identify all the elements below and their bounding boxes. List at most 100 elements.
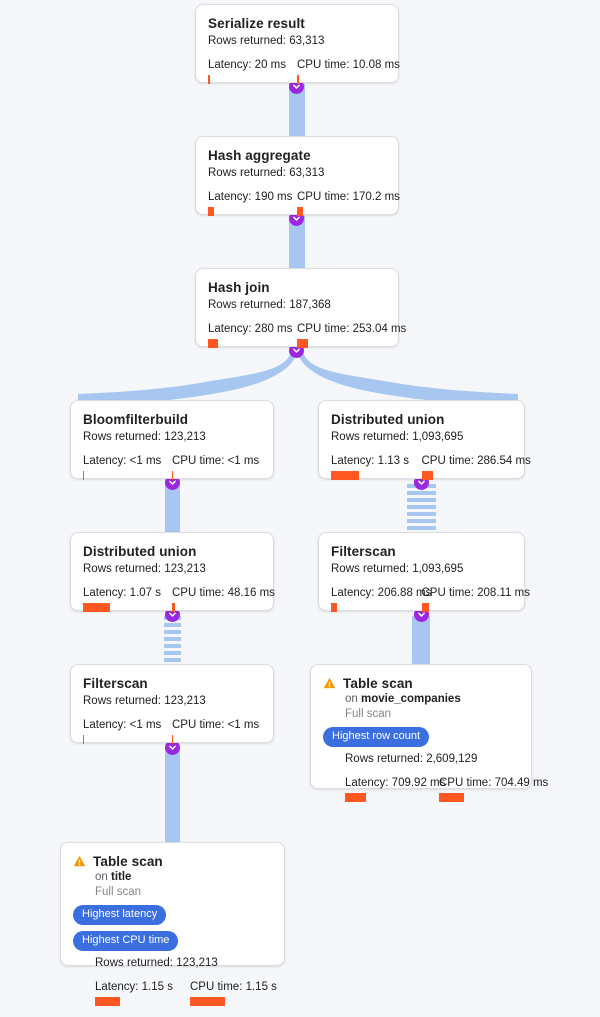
- node-title: Filterscan: [331, 544, 396, 559]
- cpu-metric: CPU time: <1 ms: [172, 454, 261, 480]
- node-metrics: Latency: 1.15 s CPU time: 1.15 s: [95, 980, 285, 1006]
- cpu-metric: CPU time: 704.49 ms: [439, 776, 549, 802]
- latency-metric: Latency: 709.92 ms: [345, 776, 446, 802]
- node-header: Distributed union: [331, 411, 512, 428]
- latency-label: Latency: 206.88 ms: [331, 587, 432, 599]
- latency-bar: [83, 603, 110, 612]
- cpu-metric: CPU time: 170.2 ms: [297, 190, 400, 216]
- cpu-bar: [297, 75, 299, 84]
- rows-returned: Rows returned: 63,313: [208, 167, 325, 179]
- latency-label: Latency: 280 ms: [208, 323, 293, 335]
- cpu-bar: [172, 603, 175, 612]
- latency-label: Latency: <1 ms: [83, 719, 162, 731]
- edge-bloomfilterbuild-to-distributedunion: [165, 484, 180, 532]
- node-metrics: Latency: <1 ms CPU time: <1 ms: [83, 454, 261, 480]
- node-header: Bloomfilterbuild: [83, 411, 261, 428]
- cpu-bar: [421, 471, 434, 480]
- latency-bar: [83, 471, 85, 480]
- cpu-label: CPU time: <1 ms: [172, 455, 260, 467]
- node-title: Hash join: [208, 280, 270, 295]
- node-title: Serialize result: [208, 16, 305, 31]
- latency-metric: Latency: 280 ms: [208, 322, 297, 348]
- edge-filterscan-right-to-tablescan: [412, 616, 430, 664]
- node-header: Hash join: [208, 279, 386, 296]
- edge-distributedunion-right-to-filterscan: [407, 484, 436, 532]
- latency-bar: [208, 207, 215, 216]
- latency-label: Latency: <1 ms: [83, 455, 162, 467]
- badge-highest-latency[interactable]: Highest latency: [73, 905, 167, 925]
- cpu-label: CPU time: 286.54 ms: [421, 455, 531, 467]
- node-header: Table scan: [323, 675, 519, 692]
- node-table-name: on movie_companies: [345, 693, 461, 705]
- plan-node-hash-aggregate[interactable]: Hash aggregate Rows returned: 63,313 Lat…: [195, 136, 400, 216]
- plan-node-serialize-result[interactable]: Serialize result Rows returned: 63,313 L…: [195, 4, 400, 84]
- cpu-label: CPU time: 48.16 ms: [172, 587, 275, 599]
- node-badges: Highest latency Highest CPU time: [73, 905, 272, 951]
- node-header: Table scan: [73, 853, 272, 870]
- cpu-label: CPU time: 704.49 ms: [439, 777, 549, 789]
- plan-node-filterscan-right[interactable]: Filterscan Rows returned: 1,093,695 Late…: [318, 532, 530, 612]
- rows-returned: Rows returned: 123,213: [83, 431, 206, 443]
- rows-returned: Rows returned: 63,313: [208, 35, 325, 47]
- rows-returned: Rows returned: 1,093,695: [331, 563, 464, 575]
- cpu-bar: [421, 603, 429, 612]
- latency-label: Latency: 190 ms: [208, 191, 293, 203]
- node-title: Distributed union: [331, 412, 445, 427]
- plan-node-distributed-union-right[interactable]: Distributed union Rows returned: 1,093,6…: [318, 400, 531, 480]
- latency-metric: Latency: <1 ms: [83, 454, 172, 480]
- cpu-bar: [172, 471, 174, 480]
- node-metrics: Latency: 709.92 ms CPU time: 704.49 ms: [345, 776, 549, 802]
- node-badges: Highest row count: [323, 727, 519, 747]
- cpu-label: CPU time: <1 ms: [172, 719, 260, 731]
- latency-bar: [331, 471, 360, 480]
- rows-returned: Rows returned: 123,213: [95, 957, 218, 969]
- warning-triangle-icon: [73, 855, 86, 867]
- latency-label: Latency: 709.92 ms: [345, 777, 446, 789]
- rows-returned: Rows returned: 187,368: [208, 299, 331, 311]
- collapse-toggle-filterscan-left[interactable]: [165, 740, 180, 755]
- cpu-metric: CPU time: 253.04 ms: [297, 322, 406, 348]
- plan-node-filterscan-left[interactable]: Filterscan Rows returned: 123,213 Latenc…: [70, 664, 274, 744]
- node-metrics: Latency: 280 ms CPU time: 253.04 ms: [208, 322, 406, 348]
- latency-bar: [208, 339, 218, 348]
- cpu-bar: [297, 339, 308, 348]
- cpu-bar: [190, 997, 226, 1006]
- badge-highest-row-count[interactable]: Highest row count: [323, 727, 430, 747]
- rows-returned: Rows returned: 123,213: [83, 563, 206, 575]
- cpu-label: CPU time: 170.2 ms: [297, 191, 400, 203]
- latency-label: Latency: 1.13 s: [331, 455, 409, 467]
- latency-metric: Latency: 1.13 s: [331, 454, 422, 480]
- rows-returned: Rows returned: 1,093,695: [331, 431, 464, 443]
- node-metrics: Latency: 206.88 ms CPU time: 208.11 ms: [331, 586, 530, 612]
- node-metrics: Latency: 1.13 s CPU time: 286.54 ms: [331, 454, 531, 480]
- latency-bar: [208, 75, 210, 84]
- node-metrics: Latency: 190 ms CPU time: 170.2 ms: [208, 190, 400, 216]
- plan-node-distributed-union-left[interactable]: Distributed union Rows returned: 123,213…: [70, 532, 275, 612]
- node-table-name: on title: [95, 871, 132, 883]
- node-metrics: Latency: <1 ms CPU time: <1 ms: [83, 718, 261, 744]
- plan-node-hash-join[interactable]: Hash join Rows returned: 187,368 Latency…: [195, 268, 406, 348]
- node-title: Table scan: [93, 854, 163, 869]
- edge-hashjoin-to-distributed-union: [297, 352, 518, 406]
- node-title: Bloomfilterbuild: [83, 412, 189, 427]
- cpu-label: CPU time: 1.15 s: [190, 981, 277, 993]
- edge-serialize-to-hashaggregate: [289, 84, 305, 136]
- plan-node-bloomfilterbuild[interactable]: Bloomfilterbuild Rows returned: 123,213 …: [70, 400, 274, 480]
- cpu-metric: CPU time: <1 ms: [172, 718, 261, 744]
- edge-hashjoin-to-bloomfilterbuild: [78, 352, 297, 406]
- latency-bar: [345, 793, 366, 802]
- cpu-bar: [439, 793, 465, 802]
- node-header: Distributed union: [83, 543, 261, 560]
- latency-label: Latency: 20 ms: [208, 59, 286, 71]
- rows-returned: Rows returned: 123,213: [83, 695, 206, 707]
- cpu-metric: CPU time: 48.16 ms: [172, 586, 275, 612]
- node-scan-type: Full scan: [345, 708, 392, 720]
- badge-highest-cpu-time[interactable]: Highest CPU time: [73, 931, 179, 951]
- plan-node-table-scan-movie-companies[interactable]: Table scan on movie_companies Full scan …: [310, 664, 548, 802]
- node-header: Filterscan: [83, 675, 261, 692]
- node-metrics: Latency: 1.07 s CPU time: 48.16 ms: [83, 586, 275, 612]
- plan-node-table-scan-title[interactable]: Table scan on title Full scan Highest la…: [60, 842, 285, 1006]
- cpu-metric: CPU time: 1.15 s: [190, 980, 285, 1006]
- warning-triangle-icon: [323, 677, 336, 689]
